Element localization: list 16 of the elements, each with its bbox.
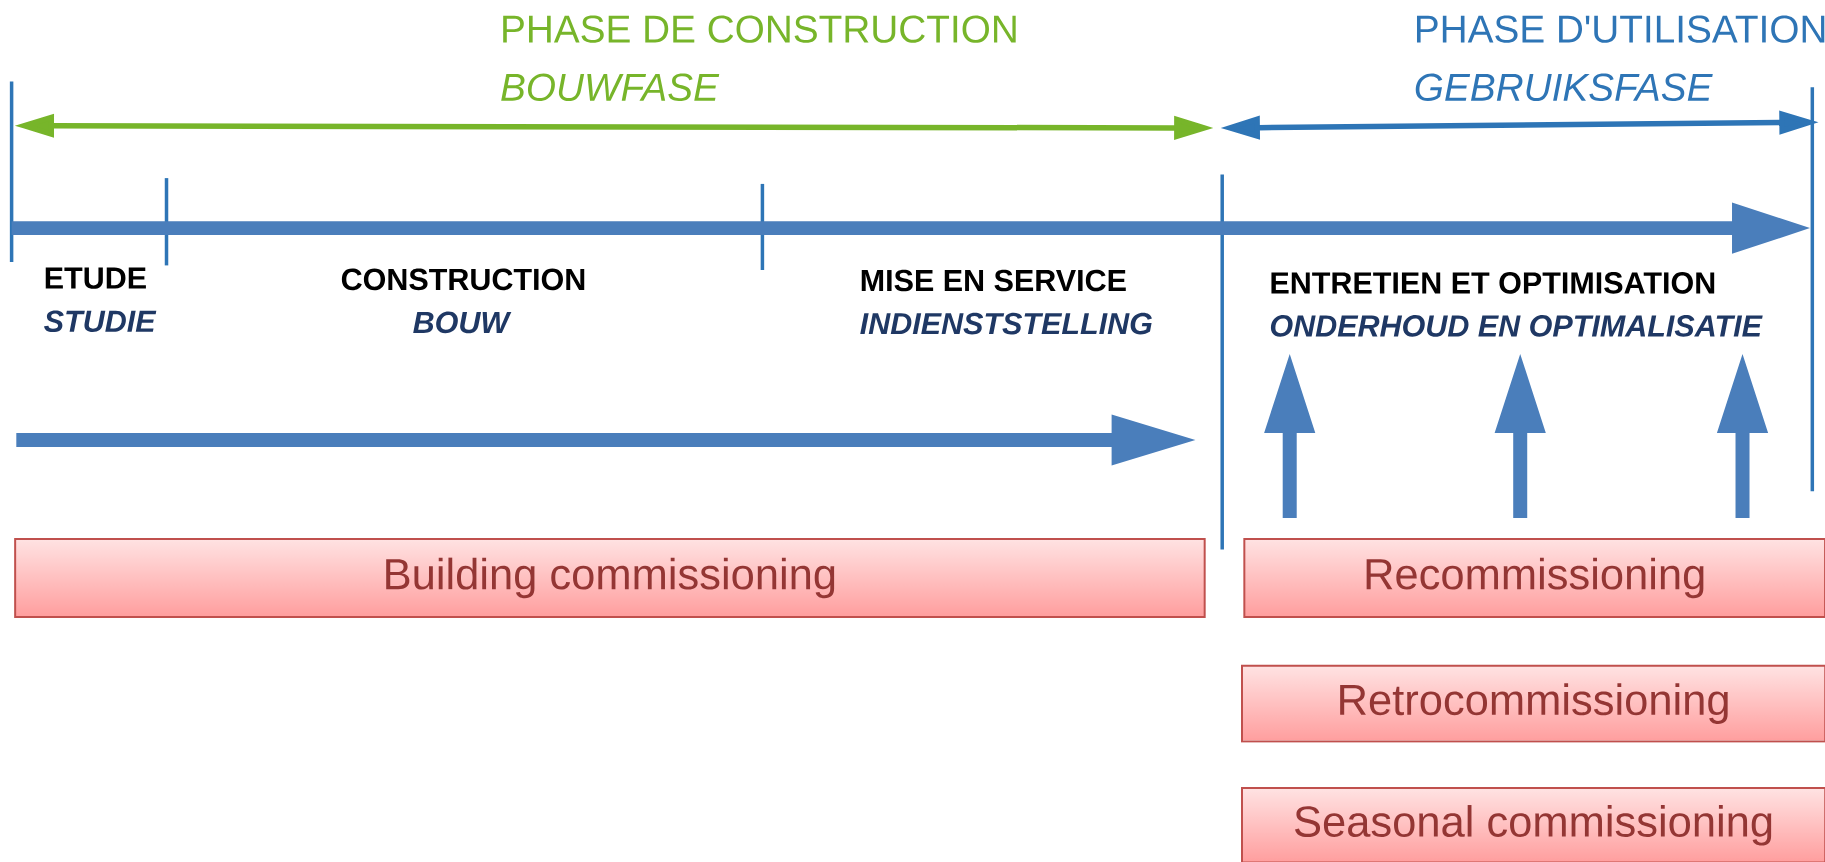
commissioning-box: Seasonal commissioning [1241, 787, 1825, 862]
stage-label: CONSTRUCTION [341, 268, 585, 291]
phase-subtitle: BOUWFASE [501, 73, 720, 102]
commissioning-box: Building commissioning [14, 537, 1206, 618]
stage-label: ETUDE [45, 267, 146, 289]
stage-sublabel: STUDIE [44, 310, 157, 333]
phase-title: PHASE D'UTILISATION [1417, 15, 1825, 43]
phase-subtitle: GEBRUIKSFASE [1415, 73, 1713, 102]
stage-label: ENTRETIEN ET OPTIMISATION [1271, 272, 1715, 294]
stage-label: MISE EN SERVICE [861, 269, 1126, 292]
stage-sublabel: INDIENSTSTELLING [860, 312, 1152, 335]
phase-title: PHASE DE CONSTRUCTION [503, 15, 1016, 43]
commissioning-box: Recommissioning [1243, 537, 1825, 618]
stage-sublabel: BOUW [413, 311, 512, 334]
commissioning-box: Retrocommissioning [1241, 664, 1825, 743]
stage-sublabel: ONDERHOUD EN OPTIMALISATIE [1270, 315, 1763, 337]
